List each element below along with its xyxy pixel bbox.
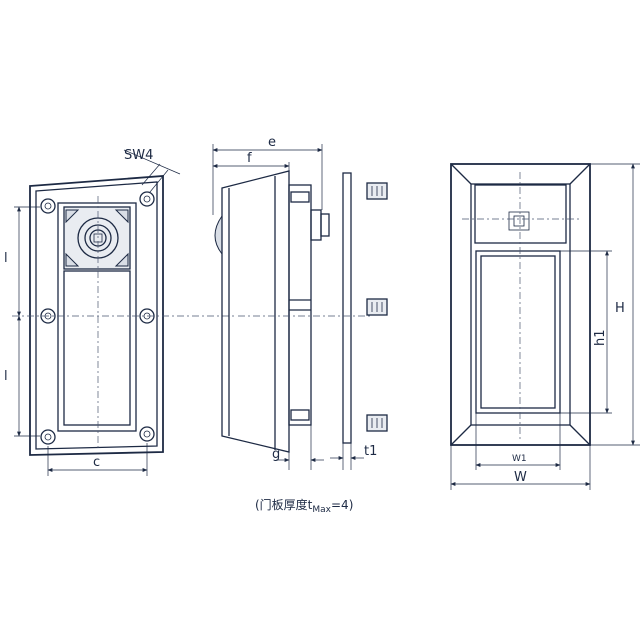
dim-e: e [268,135,276,150]
dim-W1: W1 [512,454,527,464]
front-view: l l c SW4 [4,148,235,476]
front-inner-frame [57,202,137,432]
back-inner-bevel [470,183,571,426]
side-housing [221,170,290,453]
dim-W: W [514,470,527,485]
dim-f: f [247,151,252,166]
back-handle-inner [480,255,556,409]
front-plate-bevel [35,181,158,450]
back-view: H h1 W1 W [450,163,640,490]
side-door-plate [342,172,352,444]
dim-c: c [93,455,100,470]
clip-bottom [366,414,388,432]
side-body-lip-top [290,191,310,203]
dim-t1: t1 [364,444,377,459]
dim-h1: h1 [593,329,608,346]
front-lock-corners [65,209,129,267]
dim-l-bottom: l [4,369,8,384]
back-handle-opening [475,250,561,414]
back-lock-square-outer [508,211,530,231]
clip-top [366,182,388,200]
side-shaft [310,209,322,241]
front-outer-plate [29,175,164,456]
dim-sw: SW4 [124,148,153,163]
back-lock-square-inner [513,215,525,227]
dim-H: H [615,301,625,316]
front-screws [40,191,155,445]
clip-middle [366,298,388,316]
back-outer-frame [450,163,591,446]
clips [366,182,388,432]
dim-l-top: l [4,251,8,266]
front-handle-recess [63,270,131,426]
side-view: e f g t1 (门板厚度tMax=4) [212,135,377,515]
side-shaft-end [320,213,330,237]
dim-g: g [272,447,280,462]
side-body-lip-bottom [290,409,310,421]
thickness-note: (门板厚度tMax=4) [255,497,353,515]
back-lock-window [474,184,567,244]
side-body [288,184,312,426]
front-lock-panel [63,206,131,270]
side-dome [214,214,223,256]
